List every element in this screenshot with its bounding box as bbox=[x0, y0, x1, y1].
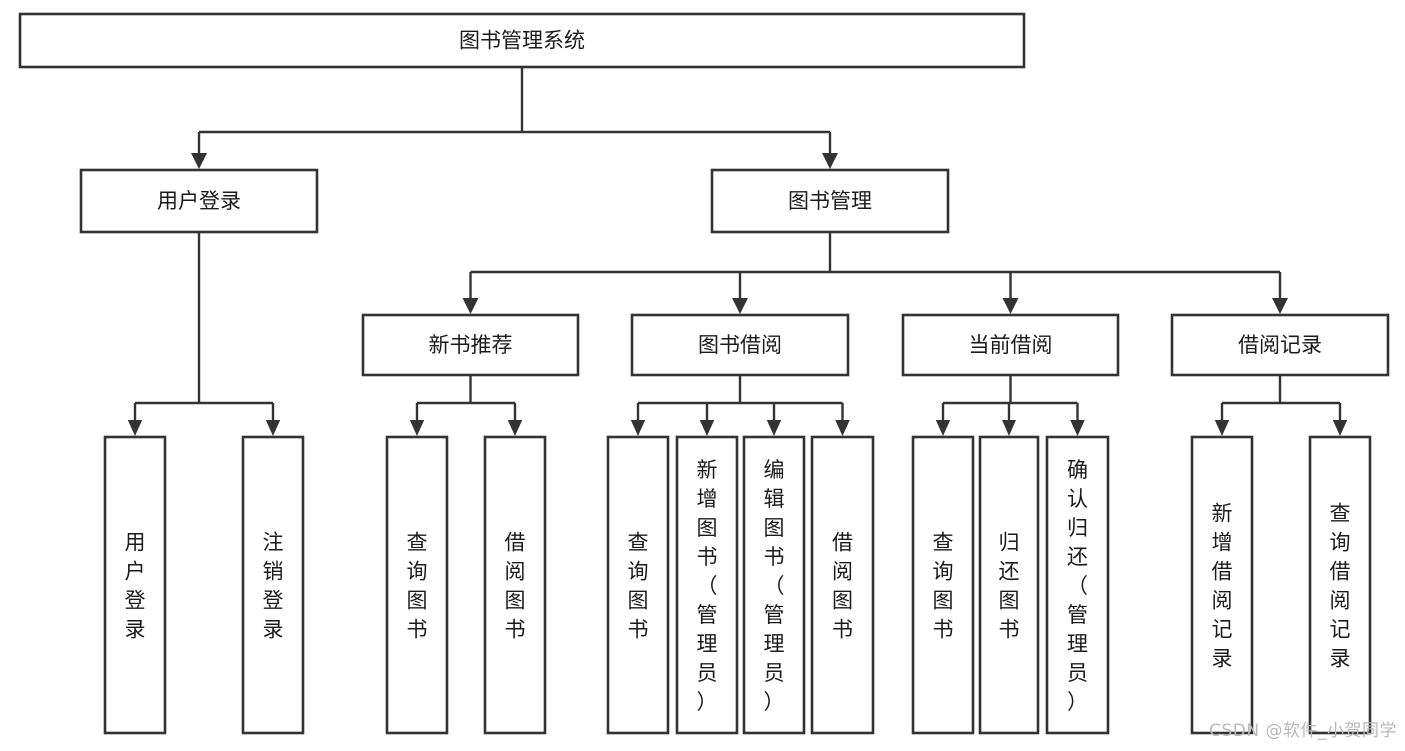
arrow-head-icon bbox=[732, 298, 748, 314]
node-borrow-record[interactable]: 借阅记录 bbox=[1170, 313, 1390, 377]
node-label: 借阅图书 bbox=[832, 531, 853, 642]
node-box[interactable] bbox=[103, 435, 167, 735]
node-leaf-edit-book[interactable]: 编辑图书（管理员） bbox=[742, 435, 806, 735]
node-label: 归还图书 bbox=[999, 531, 1020, 642]
node-current-borrow[interactable]: 当前借阅 bbox=[901, 313, 1120, 377]
node-label: 新增图书（管理员） bbox=[697, 458, 718, 714]
arrow-head-icon bbox=[935, 420, 951, 436]
connector-group bbox=[630, 375, 850, 436]
node-box[interactable] bbox=[978, 435, 1040, 735]
node-leaf-return-book[interactable]: 归还图书 bbox=[978, 435, 1040, 735]
node-label: 当前借阅 bbox=[969, 333, 1053, 357]
node-box[interactable] bbox=[911, 435, 975, 735]
node-box[interactable] bbox=[1190, 435, 1254, 735]
node-book-borrow[interactable]: 图书借阅 bbox=[630, 313, 850, 377]
node-leaf-logout[interactable]: 注销登录 bbox=[241, 435, 305, 735]
node-box[interactable] bbox=[1170, 313, 1390, 377]
node-label: 确认归还（管理员） bbox=[1067, 458, 1088, 714]
node-user-login[interactable]: 用户登录 bbox=[79, 168, 319, 234]
node-label: 编辑图书（管理员） bbox=[764, 458, 785, 714]
node-box[interactable] bbox=[810, 435, 875, 735]
node-leaf-user-login[interactable]: 用户登录 bbox=[103, 435, 167, 735]
node-box[interactable] bbox=[1045, 435, 1110, 735]
node-box[interactable] bbox=[675, 435, 739, 735]
connector-group bbox=[462, 232, 1288, 314]
arrow-head-icon bbox=[766, 420, 782, 436]
node-box[interactable] bbox=[483, 435, 547, 735]
arrow-head-icon bbox=[1002, 420, 1016, 436]
node-box[interactable] bbox=[385, 435, 449, 735]
node-new-book-rec[interactable]: 新书推荐 bbox=[361, 313, 580, 377]
arrow-head-icon bbox=[699, 420, 715, 436]
node-leaf-borrow-book[interactable]: 借阅图书 bbox=[810, 435, 875, 735]
connector-group bbox=[127, 232, 281, 436]
node-leaf-add-book[interactable]: 新增图书（管理员） bbox=[675, 435, 739, 735]
node-leaf-query-record[interactable]: 查询借阅记录 bbox=[1308, 435, 1372, 735]
node-leaf-rec-borrow-book[interactable]: 借阅图书 bbox=[483, 435, 547, 735]
node-label: 新增借阅记录 bbox=[1212, 502, 1233, 671]
node-leaf-borrow-query-book[interactable]: 查询图书 bbox=[606, 435, 670, 735]
node-box[interactable] bbox=[18, 12, 1026, 69]
arrow-head-icon bbox=[265, 420, 281, 436]
node-leaf-add-record[interactable]: 新增借阅记录 bbox=[1190, 435, 1254, 735]
node-layer: 图书管理系统用户登录图书管理新书推荐图书借阅当前借阅借阅记录用户登录注销登录查询… bbox=[18, 12, 1390, 735]
node-box[interactable] bbox=[606, 435, 670, 735]
arrow-head-icon bbox=[1002, 298, 1019, 314]
node-box[interactable] bbox=[630, 313, 850, 377]
node-label: 查询图书 bbox=[628, 531, 649, 642]
node-box[interactable] bbox=[901, 313, 1120, 377]
node-label: 查询借阅记录 bbox=[1330, 502, 1351, 671]
arrow-head-icon bbox=[630, 420, 646, 436]
node-label: 借阅图书 bbox=[505, 531, 526, 642]
arrow-head-icon bbox=[191, 153, 207, 169]
node-label: 图书管理 bbox=[788, 189, 872, 213]
arrow-head-icon bbox=[409, 420, 425, 436]
node-box[interactable] bbox=[79, 168, 319, 234]
node-label: 注销登录 bbox=[263, 531, 284, 642]
node-book-manage[interactable]: 图书管理 bbox=[710, 168, 950, 234]
arrow-head-icon bbox=[507, 420, 523, 436]
node-box[interactable] bbox=[361, 313, 580, 377]
node-box[interactable] bbox=[1308, 435, 1372, 735]
connector-layer bbox=[127, 67, 1348, 436]
node-label: 查询图书 bbox=[407, 531, 428, 642]
connector-group bbox=[409, 375, 523, 436]
node-label: 查询图书 bbox=[933, 531, 954, 642]
arrow-head-icon bbox=[835, 420, 850, 436]
arrow-head-icon bbox=[1070, 420, 1085, 436]
node-box[interactable] bbox=[241, 435, 305, 735]
node-label: 用户登录 bbox=[125, 531, 146, 642]
arrow-head-icon bbox=[462, 298, 479, 314]
arrow-head-icon bbox=[127, 420, 143, 436]
node-label: 借阅记录 bbox=[1238, 333, 1322, 357]
arrow-head-icon bbox=[1272, 298, 1288, 314]
node-box[interactable] bbox=[710, 168, 950, 234]
arrow-head-icon bbox=[822, 153, 838, 169]
node-leaf-cur-query-book[interactable]: 查询图书 bbox=[911, 435, 975, 735]
node-label: 图书借阅 bbox=[698, 333, 782, 357]
connector-group bbox=[191, 67, 838, 169]
arrow-head-icon bbox=[1214, 420, 1230, 436]
node-label: 新书推荐 bbox=[429, 333, 513, 357]
connector-group bbox=[1214, 375, 1348, 436]
node-root[interactable]: 图书管理系统 bbox=[18, 12, 1026, 69]
connector-group bbox=[935, 375, 1085, 436]
node-box[interactable] bbox=[742, 435, 806, 735]
node-leaf-rec-query-book[interactable]: 查询图书 bbox=[385, 435, 449, 735]
node-label: 用户登录 bbox=[157, 189, 241, 213]
arrow-head-icon bbox=[1332, 420, 1348, 436]
csdn-watermark: CSDN @软件_小贺同学 bbox=[1209, 721, 1397, 741]
node-label: 图书管理系统 bbox=[459, 29, 585, 53]
node-leaf-confirm-return[interactable]: 确认归还（管理员） bbox=[1045, 435, 1110, 735]
